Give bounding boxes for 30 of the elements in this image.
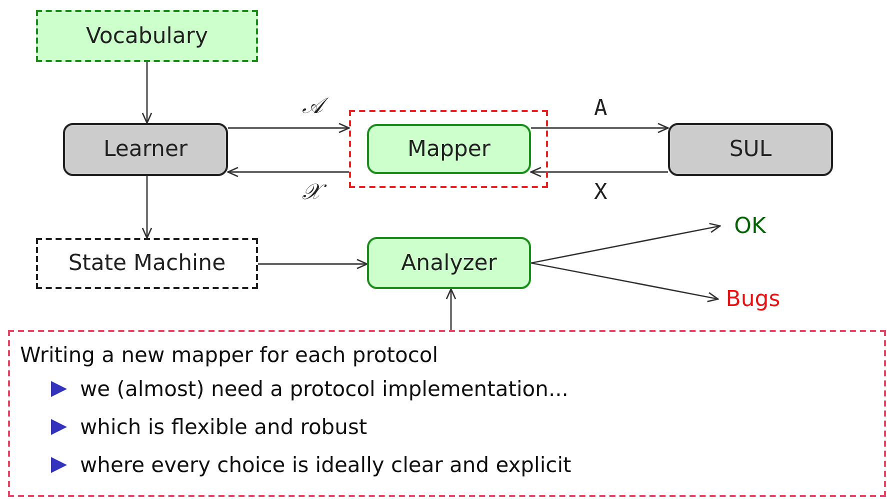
arrow: [227, 166, 349, 178]
arrow: [142, 62, 152, 124]
process-box: [367, 237, 531, 289]
arrow: [530, 222, 721, 264]
note-heading: Writing a new mapper for each protocol: [20, 343, 438, 367]
arrow: [446, 288, 456, 330]
process-box: [668, 123, 833, 176]
arrow: [142, 176, 152, 239]
bullet-text: which is flexible and robust: [80, 415, 368, 439]
process-box: [63, 123, 228, 176]
bullet-text: we (almost) need a protocol implementation...: [80, 377, 568, 401]
node-label: Vocabulary: [86, 24, 208, 48]
dashed-box: [36, 10, 258, 62]
arrow: [228, 122, 350, 134]
arrow: [530, 166, 668, 178]
process-box: [367, 124, 531, 174]
arrow: [530, 262, 719, 302]
highlight-box: [349, 110, 548, 188]
node-label: State Machine: [68, 251, 226, 276]
node-label: Learner: [103, 137, 188, 162]
node-label: Analyzer: [401, 250, 497, 276]
bullet-text: where every choice is ideally clear and explicit: [80, 453, 572, 477]
note-box: [8, 330, 886, 497]
outcome-label: Bugs: [726, 286, 780, 312]
node-label: Mapper: [408, 136, 490, 162]
arrow: [258, 258, 368, 270]
dashed-box: [36, 238, 258, 289]
node-label: SUL: [729, 137, 772, 162]
arrow: [531, 122, 669, 134]
outcome-label: OK: [734, 214, 766, 238]
